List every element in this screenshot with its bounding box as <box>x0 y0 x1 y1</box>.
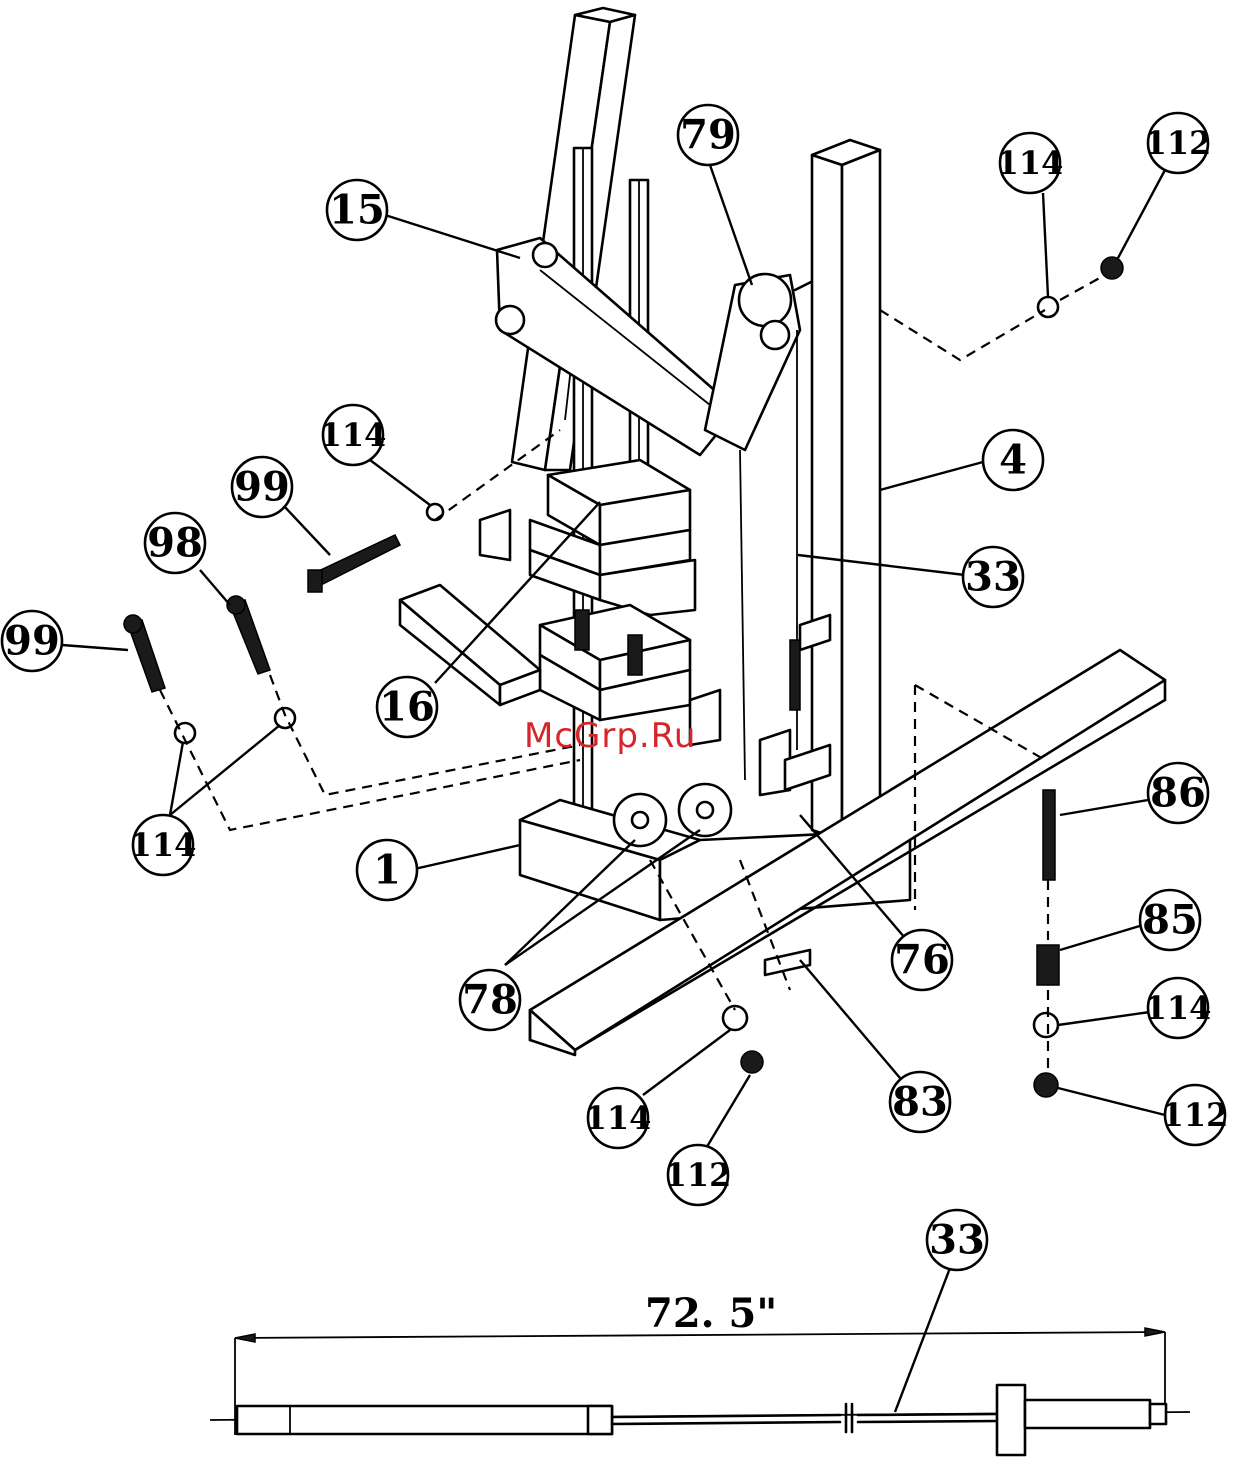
svg-text:33: 33 <box>929 1217 985 1264</box>
callout-114: 114 <box>997 133 1064 193</box>
svg-text:114: 114 <box>320 416 387 454</box>
svg-text:99: 99 <box>4 618 60 665</box>
callout-114: 114 <box>130 815 197 875</box>
cable-line-rear <box>740 450 745 780</box>
svg-text:33: 33 <box>965 554 1021 601</box>
callout-99: 99 <box>232 457 292 517</box>
lower-weight-stack <box>540 605 690 720</box>
callout-33: 33 <box>963 547 1023 607</box>
svg-text:76: 76 <box>894 937 950 984</box>
svg-text:114: 114 <box>1145 989 1212 1027</box>
front-upright <box>812 140 880 840</box>
callout-33: 33 <box>927 1210 987 1270</box>
callout-83: 83 <box>890 1072 950 1132</box>
pulley-arm <box>705 274 815 450</box>
svg-text:114: 114 <box>997 144 1064 182</box>
cable-detail <box>210 1328 1190 1455</box>
callout-99: 99 <box>2 611 62 671</box>
svg-text:16: 16 <box>379 684 435 731</box>
callout-79: 79 <box>678 105 738 165</box>
svg-text:83: 83 <box>892 1079 948 1126</box>
svg-text:114: 114 <box>585 1099 652 1137</box>
callout-114: 114 <box>1145 978 1212 1038</box>
callout-98: 98 <box>145 513 205 573</box>
callout-112: 112 <box>1162 1085 1229 1145</box>
svg-text:112: 112 <box>1162 1096 1229 1134</box>
svg-text:78: 78 <box>462 977 518 1024</box>
callout-112: 112 <box>1145 113 1212 173</box>
watermark-text: McGrp.Ru <box>524 716 696 756</box>
callout-85: 85 <box>1140 890 1200 950</box>
svg-text:85: 85 <box>1142 897 1198 944</box>
callout-16: 16 <box>377 677 437 737</box>
callout-86: 86 <box>1148 763 1208 823</box>
callout-15: 15 <box>327 180 387 240</box>
svg-text:98: 98 <box>147 520 203 567</box>
callout-78: 78 <box>460 970 520 1030</box>
svg-text:114: 114 <box>130 826 197 864</box>
svg-text:4: 4 <box>999 437 1027 484</box>
callout-114: 114 <box>320 405 387 465</box>
svg-text:112: 112 <box>1145 124 1212 162</box>
callout-112: 112 <box>665 1145 732 1205</box>
svg-text:15: 15 <box>329 187 385 234</box>
callout-114: 114 <box>585 1088 652 1148</box>
callout-1: 1 <box>357 840 417 900</box>
svg-text:86: 86 <box>1150 770 1206 817</box>
cable-length-dimension: 72. 5" <box>645 1290 777 1337</box>
svg-text:1: 1 <box>373 847 401 894</box>
upper-weight-stack <box>530 460 695 615</box>
callout-4: 4 <box>983 430 1043 490</box>
svg-text:79: 79 <box>680 112 736 159</box>
svg-text:99: 99 <box>234 464 290 511</box>
callout-76: 76 <box>892 930 952 990</box>
svg-text:112: 112 <box>665 1156 732 1194</box>
